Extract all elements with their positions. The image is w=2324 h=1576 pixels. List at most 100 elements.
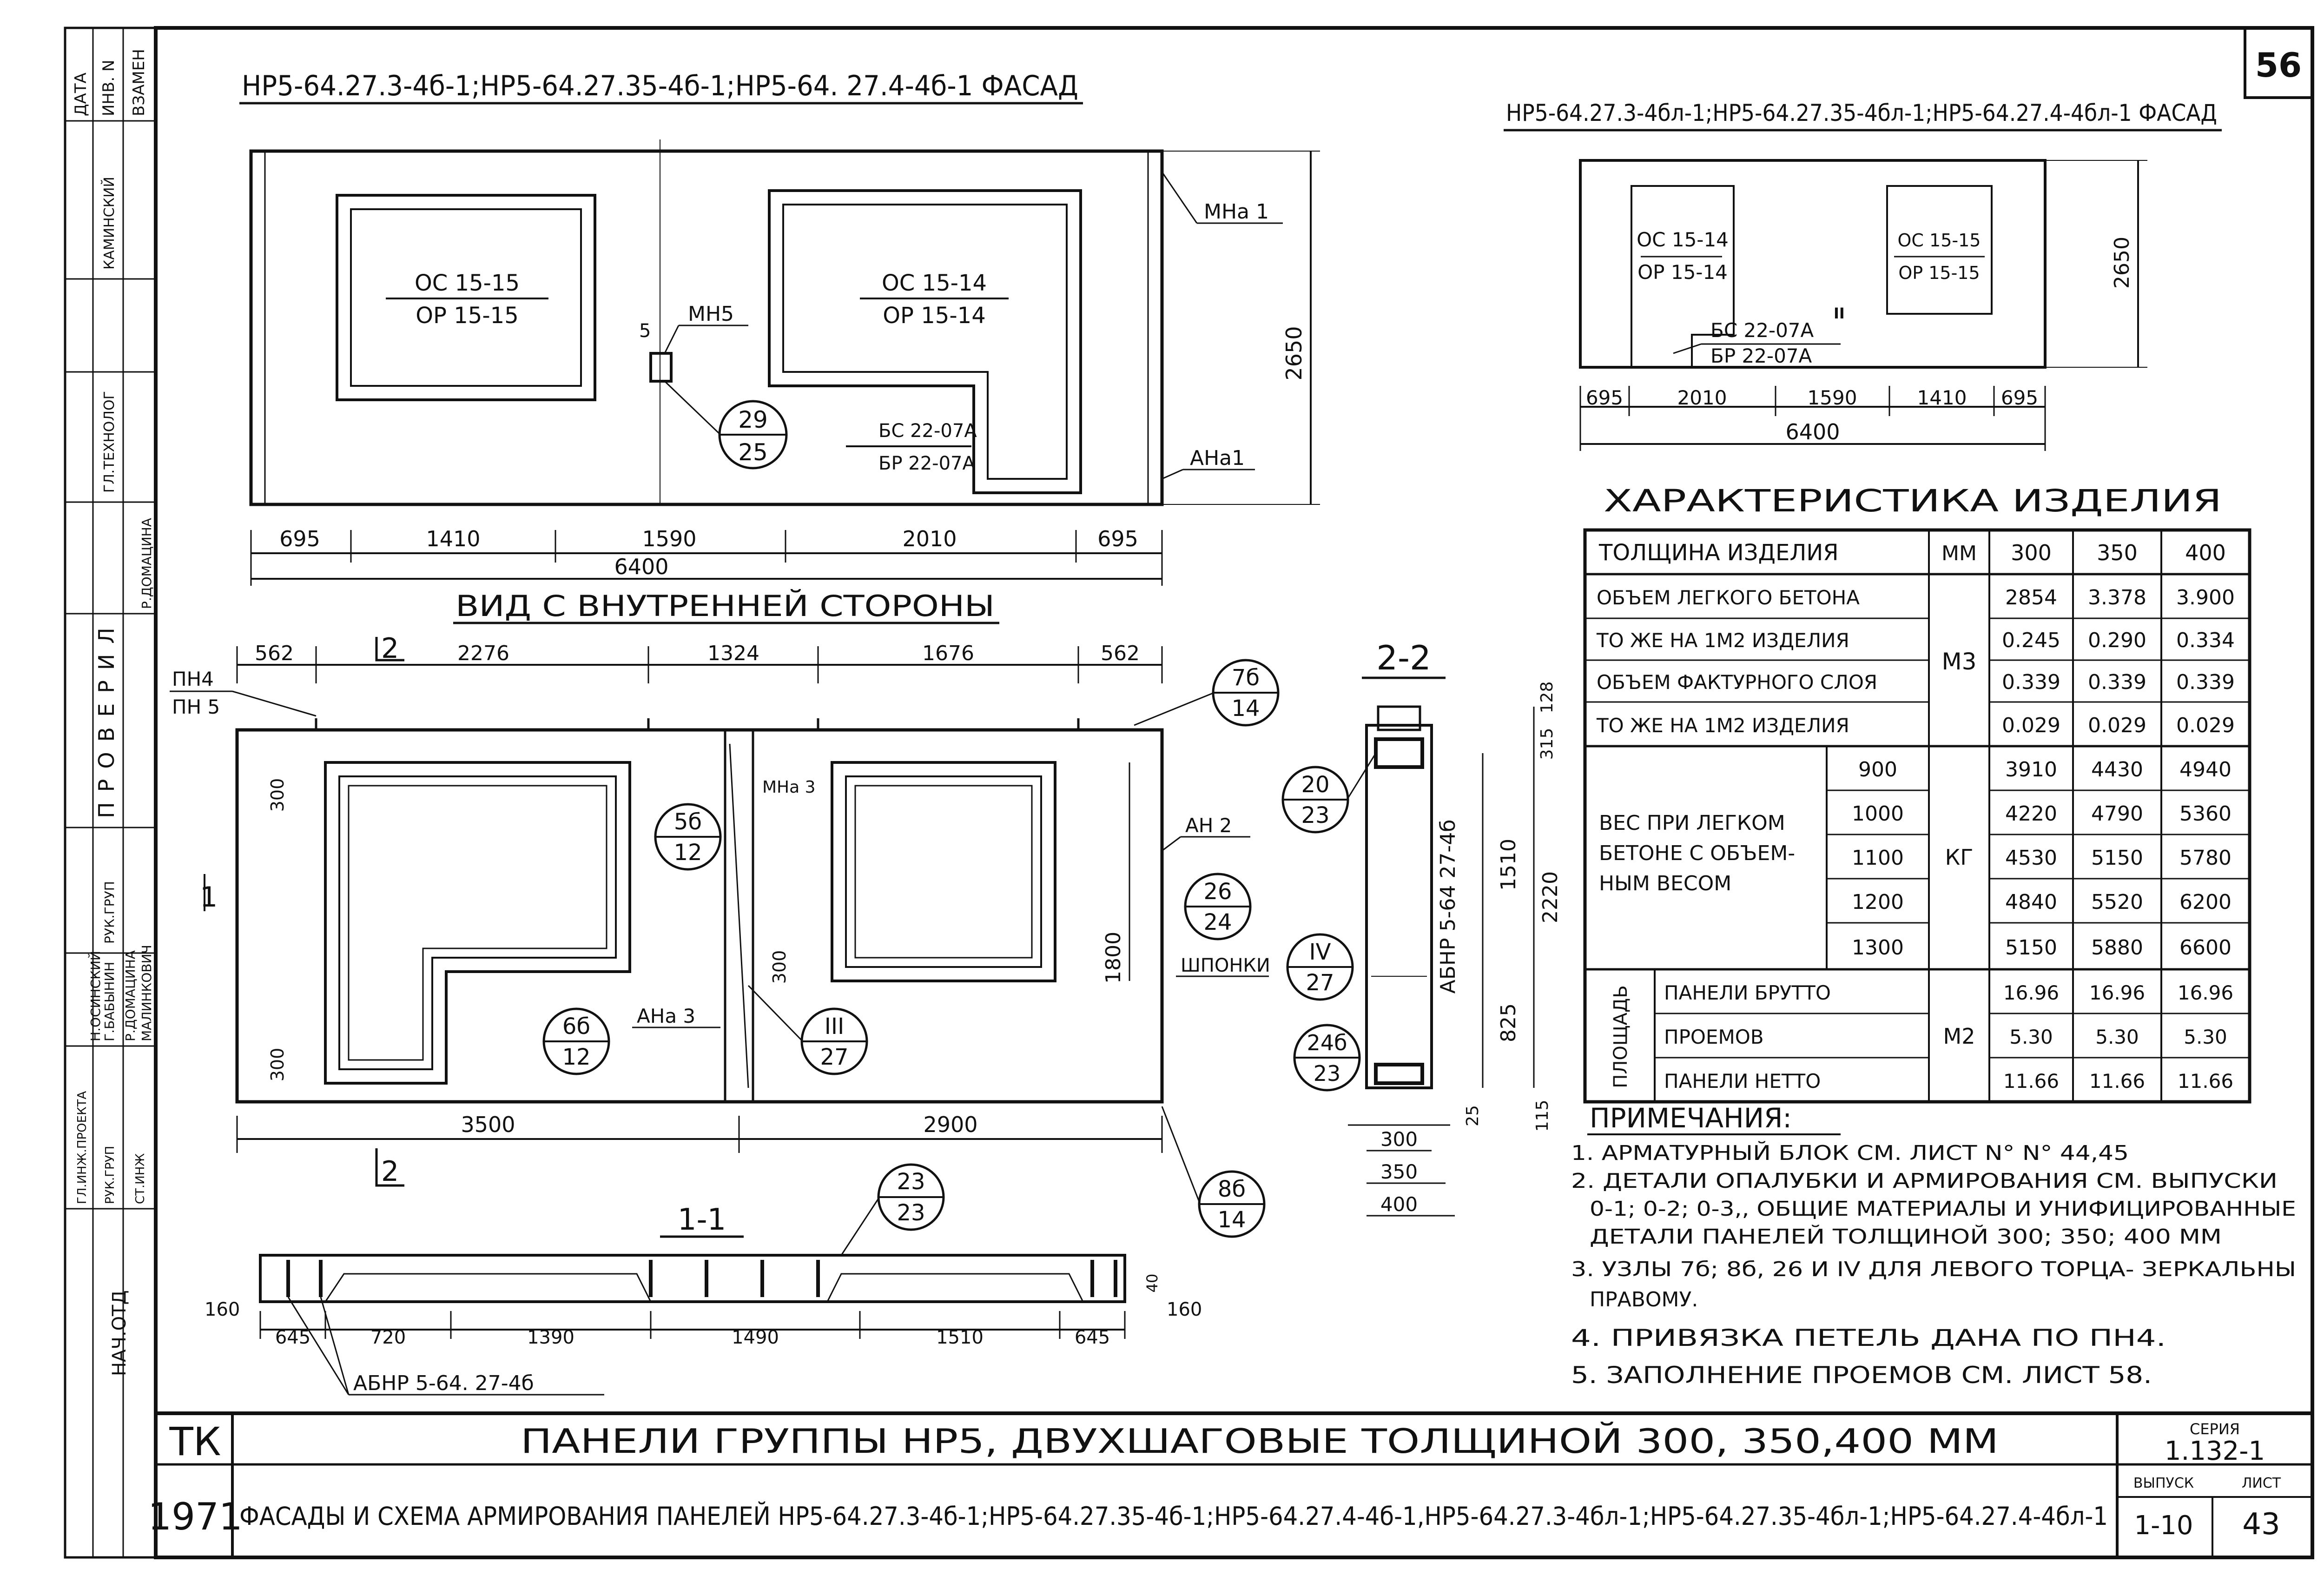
section22-node-20-bot: 23 xyxy=(1301,802,1329,828)
section11-profile xyxy=(259,1254,1126,1303)
stamp-name-kaminsky: КАМИНСКИЙ xyxy=(101,177,118,270)
inner-top-dim-2: 2276 xyxy=(457,642,509,665)
char-row2-v2: 0.290 xyxy=(2088,629,2146,652)
inner-node-iii xyxy=(747,985,868,1075)
facade1-height: 2650 xyxy=(1281,326,1307,380)
char-weight-label-2: БЕТОНЕ С ОБЪЕМ- xyxy=(1599,841,1795,865)
facade1-window2-top: ОС 15-14 xyxy=(882,270,987,296)
inner-cut-mark-left: 1 xyxy=(200,881,218,914)
section22-thick-400: 400 xyxy=(1380,1193,1418,1216)
stamp-replace: ВЗАМЕН xyxy=(130,49,148,116)
stamp-chief-tech: ГЛ.ТЕХНОЛОГ xyxy=(101,391,118,493)
facade1-window2-bot: ОР 15-14 xyxy=(883,303,985,329)
note-line-4: ДЕТАЛИ ПАНЕЛЕЙ ТОЛЩИНОЙ 300; 350; 400 ММ xyxy=(1590,1224,2222,1249)
char-row1-label: ОБЪЕМ ЛЕГКОГО БЕТОНА xyxy=(1597,586,1860,609)
section11-dim-2: 720 xyxy=(370,1327,406,1348)
inner-bottom-dim-1: 3500 xyxy=(461,1112,515,1137)
facade1-dim-2: 1410 xyxy=(426,526,480,551)
facade2-mark: II xyxy=(1834,305,1845,322)
section22-dim-128: 128 xyxy=(1538,682,1557,714)
section11-side-left: 160 xyxy=(205,1299,240,1320)
section22-thick-dims xyxy=(1367,1150,1455,1217)
inner-h300-b: 300 xyxy=(267,1048,288,1082)
note-line-2: 2. ДЕТАЛИ ОПАЛУБКИ И АРМИРОВАНИЯ СМ. ВЫП… xyxy=(1571,1169,2278,1193)
facade2-window1-top: ОС 15-14 xyxy=(1637,228,1729,251)
stamp-group-head-2: РУК.ГРУП xyxy=(103,1146,117,1204)
inner-node-7b-top: 7б xyxy=(1232,665,1260,691)
stamp-date: ДАТА xyxy=(72,73,90,116)
facade1-mn5-num: 5 xyxy=(639,320,651,342)
title-sub: ФАСАДЫ И СХЕМА АРМИРОВАНИЯ ПАНЕЛЕЙ НР5-6… xyxy=(239,1502,2108,1531)
facade1-window1-top: ОС 15-15 xyxy=(415,270,520,296)
char-w1-v1: 3910 xyxy=(2005,758,2057,781)
facade2-window2-top: ОС 15-15 xyxy=(1898,230,1981,251)
char-row4-v1: 0.029 xyxy=(2002,714,2060,737)
section11-dim-3: 1390 xyxy=(527,1327,574,1348)
stamp-column xyxy=(64,26,157,1559)
facade2-door-bot: БР 22-07А xyxy=(1710,344,1812,367)
section11-title: 1-1 xyxy=(678,1203,726,1237)
inner-top-dim-4: 1676 xyxy=(922,642,974,665)
facade2-dim-1: 695 xyxy=(1586,386,1623,409)
title-org: ТК xyxy=(169,1419,221,1464)
facade2-dim-2: 2010 xyxy=(1677,386,1727,409)
char-row2-v1: 0.245 xyxy=(2002,629,2060,652)
stamp-chief-engineer: ГЛ.ИНЖ.ПРОЕКТА xyxy=(75,1091,89,1204)
char-w3-density: 1100 xyxy=(1852,846,1904,870)
inner-node-5b-bot: 12 xyxy=(673,840,702,866)
section22-label: АБНР 5-64 27-4б xyxy=(1436,820,1460,994)
char-row3-v2: 0.339 xyxy=(2088,670,2146,694)
stamp-dept-head: НАЧ.ОТД xyxy=(109,1290,130,1376)
char-w3-v2: 5150 xyxy=(2091,846,2143,870)
facade1-mna1: МНа 1 xyxy=(1204,200,1269,224)
inner-top-dim-5: 562 xyxy=(1101,642,1140,665)
facade1-door-bot: БР 22-07А xyxy=(878,453,976,474)
inner-top-dim-3: 1324 xyxy=(707,642,759,665)
inner-node-iv-bot: 27 xyxy=(1306,970,1334,996)
inner-node-iv xyxy=(1286,933,1354,1001)
inner-node-7b xyxy=(1134,659,1280,727)
char-area3-label: ПАНЕЛИ НЕТТО xyxy=(1664,1070,1821,1093)
char-row2-v3: 0.334 xyxy=(2176,629,2235,652)
char-w5-v1: 5150 xyxy=(2005,936,2057,960)
char-w1-density: 900 xyxy=(1858,758,1897,781)
facade2-panel xyxy=(1579,159,2047,369)
char-unit-mm: ММ xyxy=(1941,542,1977,565)
inner-cut-mark-bottom: 2 xyxy=(381,1155,399,1188)
section11-node xyxy=(840,1163,945,1256)
page-number: 56 xyxy=(2255,46,2302,85)
section22-thick-350: 350 xyxy=(1380,1160,1418,1183)
section22-profile xyxy=(1348,705,1450,1126)
facade2-dim-3: 1590 xyxy=(1808,386,1857,409)
inner-node-iii-top: III xyxy=(825,1013,844,1040)
section22-dim-2220: 2220 xyxy=(1538,871,1562,923)
char-th-350: 350 xyxy=(2097,540,2138,565)
inner-pn4: ПН4 xyxy=(172,668,214,690)
char-title: ХАРАКТЕРИСТИКА ИЗДЕЛИЯ xyxy=(1604,483,2222,519)
char-row4-v2: 0.029 xyxy=(2088,714,2146,737)
char-row1-v1: 2854 xyxy=(2005,586,2057,609)
char-weight-label-1: ВЕС ПРИ ЛЕГКОМ xyxy=(1599,811,1785,835)
char-w4-v3: 6200 xyxy=(2179,890,2232,914)
facade2-dim-4: 1410 xyxy=(1917,386,1967,409)
facade1-dim-line xyxy=(250,530,1163,586)
note-line-6: ПРАВОМУ. xyxy=(1590,1288,1698,1311)
facade1-total: 6400 xyxy=(614,554,668,579)
notes-title: ПРИМЕЧАНИЯ: xyxy=(1590,1102,1792,1134)
inner-title: ВИД С ВНУТРЕННЕЙ СТОРОНЫ xyxy=(456,589,995,623)
stamp-checked: ПРОВЕРИЛ xyxy=(94,617,119,818)
section22-title: 2-2 xyxy=(1376,638,1431,677)
char-area2-v1: 5.30 xyxy=(2009,1026,2053,1048)
char-row2-label: ТО ЖЕ НА 1М2 ИЗДЕЛИЯ xyxy=(1596,629,1849,652)
char-w2-v3: 5360 xyxy=(2179,802,2232,826)
char-row3-label: ОБЪЕМ ФАКТУРНОГО СЛОЯ xyxy=(1597,671,1877,694)
char-area1-v2: 16.96 xyxy=(2089,981,2145,1004)
char-w5-v2: 5880 xyxy=(2091,936,2143,960)
stamp-name-babynin: Г.БАБЫНИН xyxy=(102,962,117,1041)
char-w1-v3: 4940 xyxy=(2179,758,2232,781)
inner-bottom-dim-2: 2900 xyxy=(923,1112,977,1137)
facade2-total: 6400 xyxy=(1785,419,1840,444)
char-weight-label-3: НЫМ ВЕСОМ xyxy=(1599,872,1731,895)
char-area3-v2: 11.66 xyxy=(2089,1070,2145,1093)
char-w2-v1: 4220 xyxy=(2005,802,2057,826)
